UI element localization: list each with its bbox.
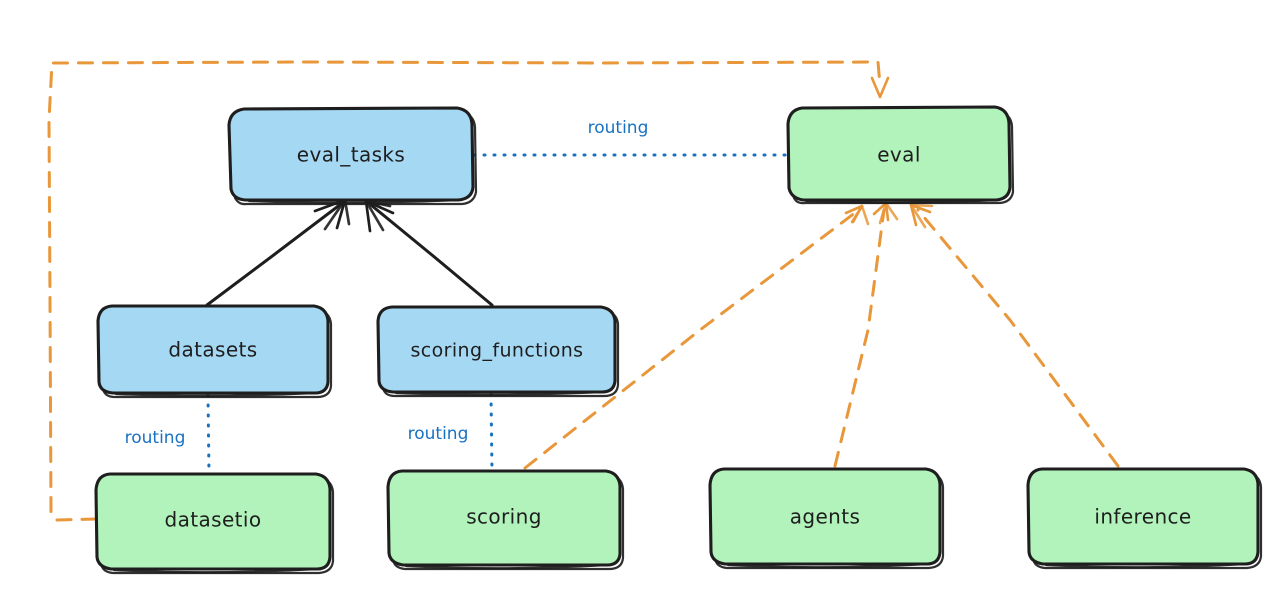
node-datasetio[interactable]: datasetio — [94, 472, 335, 575]
node-label-datasets: datasets — [168, 338, 257, 362]
node-label-eval-tasks: eval_tasks — [297, 143, 405, 167]
node-label-scoring-functions: scoring_functions — [411, 340, 584, 362]
edge-scoring-functions-to-eval-tasks[interactable] — [364, 199, 494, 307]
node-label-scoring: scoring — [466, 505, 542, 529]
node-inference[interactable]: inference — [1026, 467, 1263, 570]
edge-label-routing-datasets-datasetio: routing — [125, 428, 186, 448]
node-label-inference: inference — [1094, 505, 1191, 529]
edge-label-layer: routing routing routing — [125, 118, 649, 448]
node-label-datasetio: datasetio — [164, 508, 261, 532]
edge-agents-to-eval[interactable] — [833, 201, 899, 468]
edge-datasets-to-datasetio[interactable] — [206, 393, 211, 476]
node-label-eval: eval — [877, 143, 921, 167]
edge-label-routing-eval-tasks-eval: routing — [588, 118, 649, 138]
edge-datasets-to-eval-tasks[interactable] — [205, 198, 351, 307]
node-scoring-functions[interactable]: scoring_functions — [376, 305, 620, 398]
node-layer: eval_tasks eval datasets scor — [94, 105, 1263, 575]
edge-scoring-functions-to-scoring[interactable] — [489, 392, 494, 474]
node-label-agents: agents — [790, 505, 861, 529]
node-scoring[interactable]: scoring — [386, 469, 625, 571]
node-eval[interactable]: eval — [786, 105, 1015, 205]
node-datasets[interactable]: datasets — [96, 304, 333, 399]
node-agents[interactable]: agents — [708, 467, 945, 570]
edge-label-routing-scoring-functions-scoring: routing — [408, 424, 469, 444]
edge-datasetio-to-eval[interactable] — [47, 60, 890, 522]
node-eval-tasks[interactable]: eval_tasks — [227, 106, 478, 206]
edge-scoring-to-eval[interactable] — [523, 204, 870, 470]
edge-inference-to-eval[interactable] — [909, 203, 1120, 468]
